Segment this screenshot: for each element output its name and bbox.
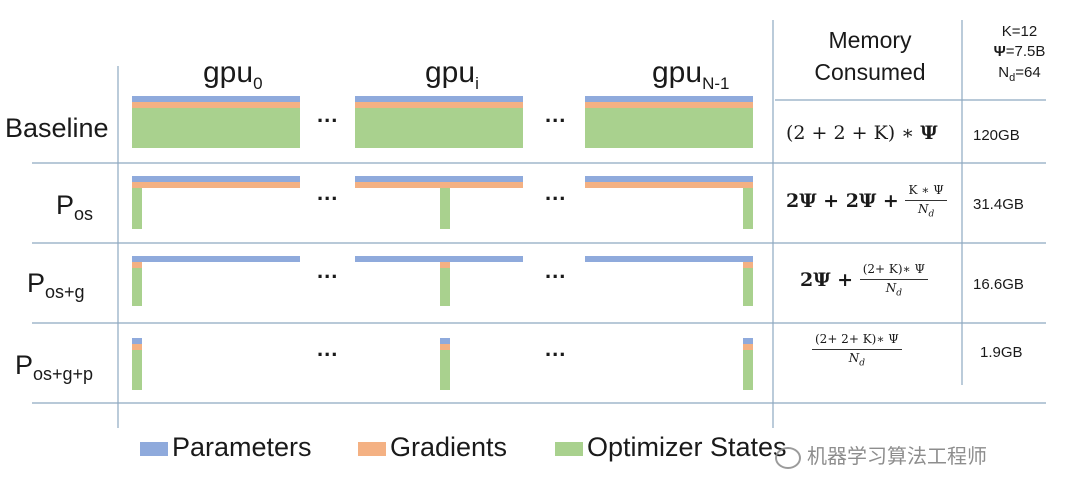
ellipsis-r4-a: ... bbox=[317, 336, 339, 361]
bar-opt-pos-gpu0 bbox=[132, 188, 142, 229]
gpu-label-0: gpu0 bbox=[203, 56, 263, 93]
ellipsis-r2-b: ... bbox=[545, 180, 567, 205]
bar-opt-posg-gpu1 bbox=[440, 268, 450, 306]
bar-opt-posg-gpu0 bbox=[132, 268, 142, 306]
bar-params-pos-gpu1 bbox=[355, 176, 523, 182]
gpu-label-i: gpui bbox=[425, 56, 479, 93]
bar-grads-baseline-gpu2 bbox=[585, 102, 753, 108]
ellipsis-r4-b: ... bbox=[545, 336, 567, 361]
formula-baseline: (2 + 2 + K) ∗ Ψ bbox=[786, 122, 938, 144]
k-value: K=12 bbox=[1001, 23, 1038, 40]
value-posg: 16.6GB bbox=[973, 276, 1024, 293]
bar-params-posgp-gpu2 bbox=[743, 338, 753, 344]
bar-grads-posgp-gpu2 bbox=[743, 344, 753, 350]
ellipsis-r3-a: ... bbox=[317, 258, 339, 283]
bar-params-baseline-gpu1 bbox=[355, 96, 523, 102]
value-baseline: 120GB bbox=[973, 127, 1020, 144]
gpu-label-n-1: gpuN-1 bbox=[652, 56, 730, 93]
bar-grads-pos-gpu2 bbox=[585, 182, 753, 188]
psi-value: Ψ=7.5B bbox=[993, 43, 1046, 61]
legend-swatch-gradients bbox=[358, 441, 386, 456]
bar-grads-baseline-gpu0 bbox=[132, 102, 300, 108]
bar-params-posgp-gpu0 bbox=[132, 338, 142, 344]
wechat-icon bbox=[775, 446, 801, 469]
bar-grads-posg-gpu1 bbox=[440, 262, 450, 268]
bar-params-baseline-gpu0 bbox=[132, 96, 300, 102]
parameter-header: K=12 Ψ=7.5B Nd=64 bbox=[962, 22, 1077, 85]
nd-value: Nd=64 bbox=[998, 63, 1041, 84]
bar-opt-posg-gpu2 bbox=[743, 268, 753, 306]
bar-params-pos-gpu2 bbox=[585, 176, 753, 182]
row-label-posg: Pos+g bbox=[27, 268, 85, 302]
legend-optimizer-states: Optimizer States bbox=[555, 432, 787, 463]
bar-grads-posgp-gpu1 bbox=[440, 344, 450, 350]
legend-swatch-optimizer-states bbox=[555, 441, 583, 456]
bar-opt-posgp-gpu0 bbox=[132, 350, 142, 390]
bar-grads-posg-gpu2 bbox=[743, 262, 753, 268]
watermark: 机器学习算法工程师 bbox=[775, 440, 987, 469]
ellipsis-r1-b: ... bbox=[545, 102, 567, 127]
bar-params-posg-gpu1 bbox=[355, 256, 523, 262]
bar-opt-baseline-gpu0 bbox=[132, 108, 300, 148]
legend-parameters: Parameters bbox=[140, 432, 312, 463]
row-label-posgp: Pos+g+p bbox=[15, 350, 94, 384]
bar-opt-baseline-gpu1 bbox=[355, 108, 523, 148]
ellipsis-r2-a: ... bbox=[317, 180, 339, 205]
bar-grads-baseline-gpu1 bbox=[355, 102, 523, 108]
bar-opt-posgp-gpu2 bbox=[743, 350, 753, 390]
bar-params-posgp-gpu1 bbox=[440, 338, 450, 344]
bar-params-baseline-gpu2 bbox=[585, 96, 753, 102]
bar-params-pos-gpu0 bbox=[132, 176, 300, 182]
value-posgp: 1.9GB bbox=[980, 344, 1023, 361]
value-pos: 31.4GB bbox=[973, 196, 1024, 213]
bar-opt-pos-gpu1 bbox=[440, 188, 450, 229]
ellipsis-r1-a: ... bbox=[317, 102, 339, 127]
legend-gradients: Gradients bbox=[358, 432, 507, 463]
ellipsis-r3-b: ... bbox=[545, 258, 567, 283]
bar-grads-posg-gpu0 bbox=[132, 262, 142, 268]
bar-grads-pos-gpu0 bbox=[132, 182, 300, 188]
bar-params-posg-gpu2 bbox=[585, 256, 753, 262]
legend-swatch-parameters bbox=[140, 441, 168, 456]
row-label-baseline: Baseline bbox=[5, 113, 109, 143]
row-label-pos: Pos bbox=[56, 190, 94, 224]
bar-grads-posgp-gpu0 bbox=[132, 344, 142, 350]
memory-consumed-header: Memory Consumed bbox=[814, 27, 926, 86]
bar-opt-baseline-gpu2 bbox=[585, 108, 753, 148]
bar-grads-pos-gpu1 bbox=[355, 182, 523, 188]
bar-params-posg-gpu0 bbox=[132, 256, 300, 262]
bar-opt-pos-gpu2 bbox=[743, 188, 753, 229]
bar-opt-posgp-gpu1 bbox=[440, 350, 450, 390]
